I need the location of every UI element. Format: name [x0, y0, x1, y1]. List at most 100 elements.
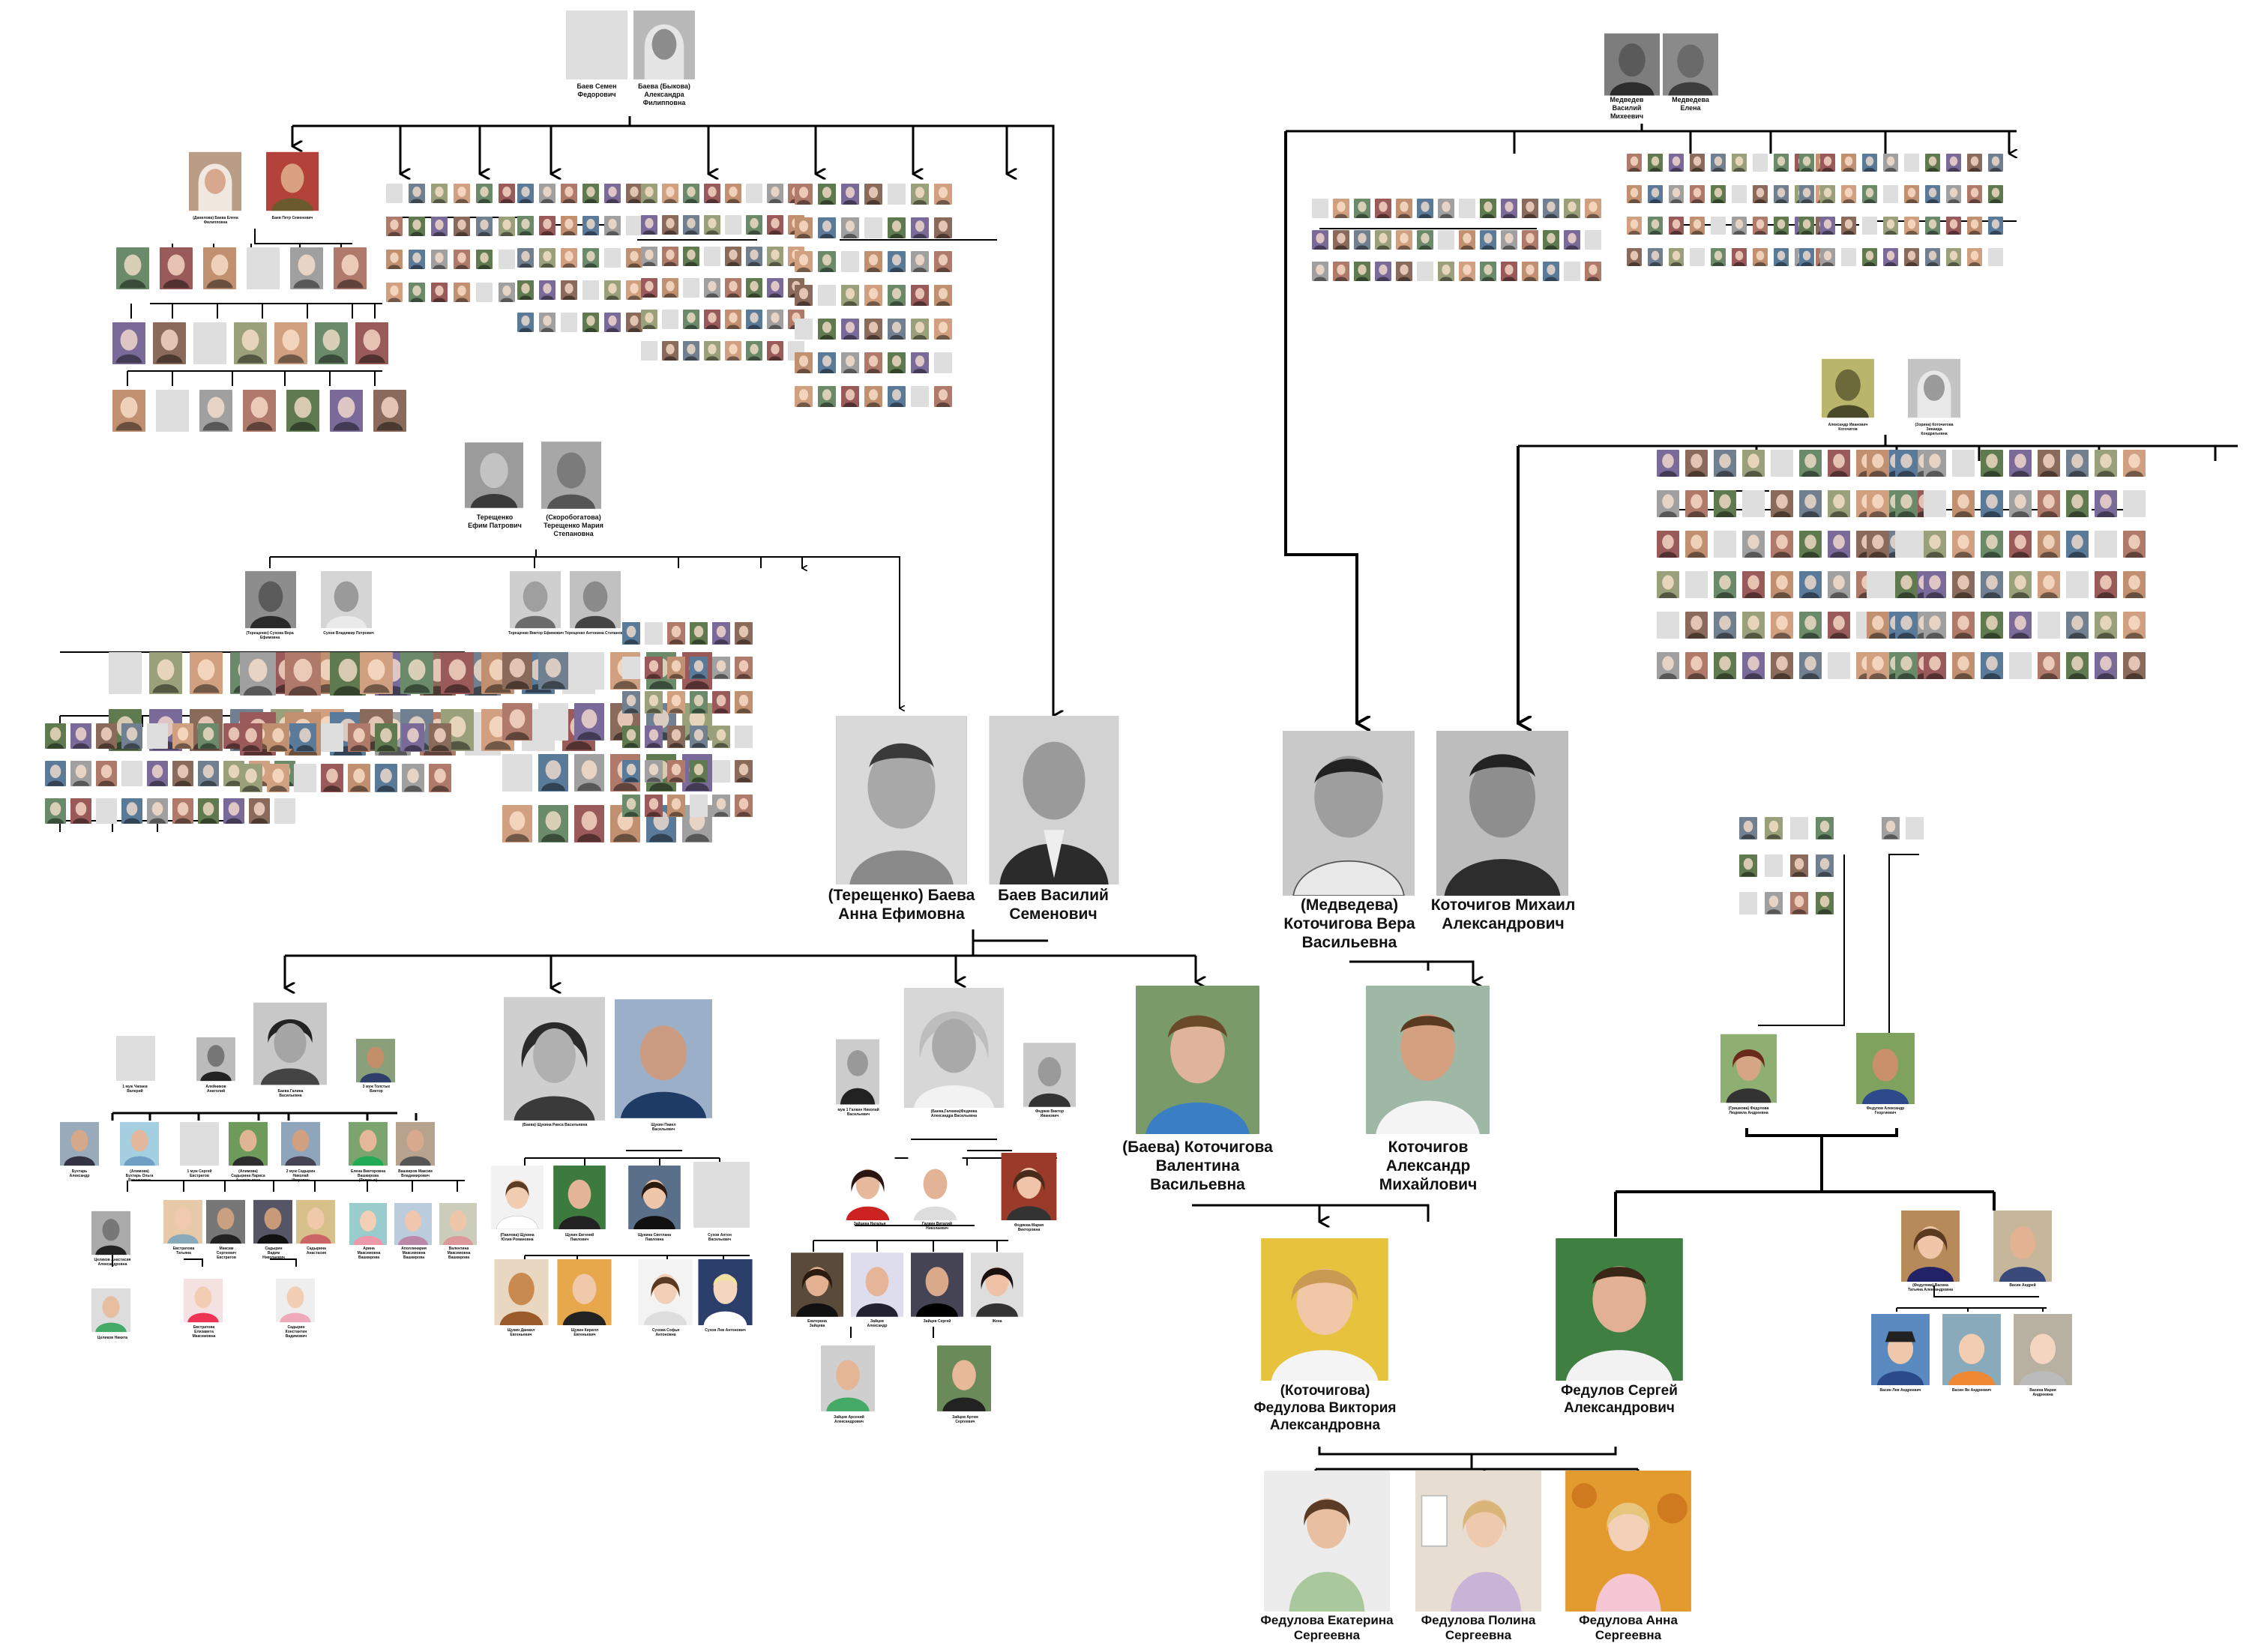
person-polina-fedulova[interactable]: [1415, 1471, 1541, 1613]
person-vasin-child[interactable]: [2013, 1314, 2073, 1385]
person-gchild-3[interactable]: [229, 1121, 268, 1167]
person-victoria-fedulova[interactable]: [1261, 1238, 1388, 1384]
person-valentina-kotochigova[interactable]: [1136, 986, 1259, 1136]
person-shchukin-grandchild[interactable]: [493, 1259, 550, 1325]
person-gchild-1[interactable]: [120, 1121, 159, 1167]
person-sergey-fedulov[interactable]: [1556, 1238, 1683, 1384]
person-ggchild[interactable]: [253, 1199, 292, 1244]
person-zaitsev[interactable]: [851, 1252, 903, 1318]
person-tereshchenko-maria[interactable]: [541, 441, 601, 510]
person-zaitsev[interactable]: [971, 1252, 1023, 1318]
person-ggchild[interactable]: [349, 1203, 388, 1245]
thumbnail-photo: [1799, 450, 1822, 477]
person-aleinikov[interactable]: [196, 1036, 235, 1082]
person-medvedeva-elena[interactable]: [1663, 33, 1719, 97]
person-vera-kotochigova[interactable]: [1282, 731, 1417, 903]
person-baeva-elena[interactable]: [189, 150, 241, 213]
person-fedyaeva-alexandra[interactable]: [903, 988, 1005, 1108]
person-tereshchenko-efim[interactable]: [465, 441, 523, 510]
person-zaitsev[interactable]: [911, 1252, 963, 1318]
person-ekaterina-fedulova[interactable]: [1264, 1471, 1390, 1613]
person-shchukin-child[interactable]: [491, 1166, 544, 1229]
person-fedulov-alexander[interactable]: [1855, 1033, 1915, 1104]
thumbnail-photo: [1354, 262, 1370, 281]
thumbnail-photo: [704, 341, 720, 361]
person-fedyaev-viktor[interactable]: [1023, 1042, 1076, 1108]
person-shchukina-raisa[interactable]: [504, 997, 605, 1121]
thumbnail-photo: [1981, 531, 2003, 558]
person-vasina-tatyana[interactable]: [1900, 1211, 1960, 1282]
thumbnail-photo: [1799, 217, 1814, 235]
person-galkin-nikolai[interactable]: [836, 1038, 879, 1106]
person-sukhov-vladimir[interactable]: [321, 570, 372, 630]
person-shchukin-grandchild[interactable]: [556, 1259, 612, 1325]
person-fedyaeva-child[interactable]: [907, 1154, 963, 1220]
person-fedyaeva-child[interactable]: [840, 1154, 896, 1220]
thumbnail-photo: [2123, 652, 2146, 679]
person-baeva-galina[interactable]: [253, 1001, 327, 1087]
person-kotochigov-alexander-elder[interactable]: [1822, 358, 1874, 420]
person-baev-petr[interactable]: [266, 150, 319, 213]
person-shchukin-child[interactable]: [553, 1166, 606, 1229]
person-tolstykh[interactable]: [356, 1038, 395, 1083]
thumbnail-photo: [1799, 490, 1822, 517]
person-ggchild[interactable]: [439, 1203, 478, 1245]
person-baev-semen[interactable]: [566, 10, 629, 82]
person-gggchild[interactable]: [91, 1288, 130, 1333]
person-gchild-0[interactable]: [60, 1121, 99, 1167]
thumbnail-photo: [1946, 154, 1961, 172]
person-vasin-child[interactable]: [1870, 1314, 1930, 1385]
person-medvedev-vasily[interactable]: [1604, 33, 1661, 97]
portrait-photo: [836, 716, 967, 884]
person-zaitsev-artem[interactable]: [937, 1345, 991, 1411]
thumbnail-photo: [1952, 531, 1975, 558]
person-ggchild[interactable]: [394, 1203, 433, 1245]
person-sukhova-vera[interactable]: [245, 570, 296, 630]
person-anna-baeva[interactable]: [832, 716, 971, 933]
thumbnail-photo: [934, 319, 952, 340]
thumbnail-photo: [1396, 230, 1412, 250]
thumbnail-photo: [767, 215, 783, 235]
person-zaitsev[interactable]: [791, 1252, 843, 1318]
person-ggchild[interactable]: [91, 1211, 130, 1255]
person-tereshchenko-viktor[interactable]: [510, 570, 561, 630]
person-gggchild[interactable]: [276, 1278, 315, 1323]
person-baeva-alexandra[interactable]: [633, 10, 696, 82]
person-alexander-kotochigov[interactable]: [1366, 986, 1490, 1136]
person-fedyaeva-child[interactable]: [1001, 1153, 1057, 1220]
person-gchild-5[interactable]: [349, 1121, 388, 1167]
person-vasin-child[interactable]: [1942, 1314, 2002, 1385]
label-galina-great-grandchild: Садырин Константин Вадимович: [285, 1325, 307, 1339]
thumbnail-photo: [1883, 154, 1898, 172]
thumbnail-photo: [582, 184, 599, 203]
person-ggchild[interactable]: [163, 1199, 202, 1244]
person-shchukin-child[interactable]: [628, 1166, 681, 1229]
thumbnail-photo: [667, 760, 685, 783]
person-gchild-6[interactable]: [396, 1121, 435, 1167]
person-ggchild[interactable]: [296, 1199, 335, 1244]
person-vasily-baev[interactable]: [984, 716, 1122, 933]
person-gchild-4[interactable]: [281, 1121, 320, 1167]
portrait-photo: [266, 150, 319, 213]
person-gggchild[interactable]: [184, 1278, 223, 1323]
person-fedulova-lyudmila[interactable]: [1720, 1033, 1777, 1104]
person-zaitsev-arseny[interactable]: [821, 1345, 875, 1411]
thumbnail-photo: [247, 247, 280, 289]
thumbnail-photo: [864, 285, 882, 306]
person-kotochigova-zinaida[interactable]: [1908, 358, 1960, 420]
person-anna-fedulova[interactable]: [1565, 1471, 1691, 1613]
thumbnail-photo: [1543, 199, 1559, 218]
person-vasin-andrey[interactable]: [1993, 1211, 2053, 1282]
thumbnail-photo: [841, 352, 859, 373]
person-shchukin-grandchild[interactable]: [637, 1259, 693, 1325]
person-tereshchenko-antonina[interactable]: [570, 570, 621, 630]
thumbnail-photo: [1585, 199, 1601, 218]
portrait-photo: [510, 570, 561, 630]
person-shchukin-pavel[interactable]: [615, 997, 712, 1121]
person-mikhail-kotochigov[interactable]: [1436, 731, 1571, 903]
thumbnail-photo: [911, 386, 929, 407]
thumbnail-photo: [934, 184, 952, 205]
thumbnail-photo: [1333, 230, 1349, 250]
person-shchukin-grandchild[interactable]: [697, 1259, 753, 1325]
person-ggchild[interactable]: [206, 1199, 245, 1244]
